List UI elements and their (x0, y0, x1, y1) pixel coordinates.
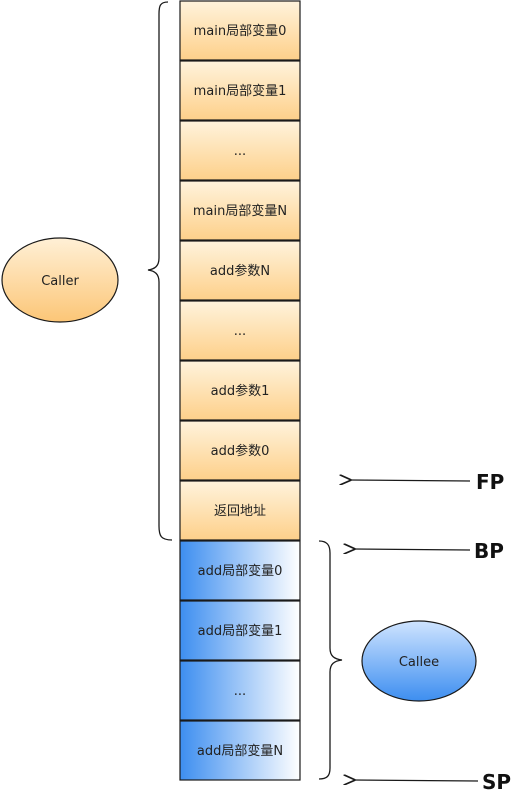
stack-cell-label: 返回地址 (214, 504, 266, 519)
fp-arrow (350, 480, 471, 481)
fp-pointer: FP (350, 470, 504, 494)
caller-label: Caller (41, 274, 79, 289)
callee-brace (318, 540, 343, 780)
stack-cell-label: main局部变量1 (194, 83, 287, 99)
callee-stack-region: add局部变量0 add局部变量1 ... add局部变量N (179, 540, 301, 781)
stack-cell-label: add参数0 (211, 443, 270, 459)
stack-cell-label: main局部变量N (193, 203, 287, 219)
stack-cell: add局部变量N (179, 720, 301, 781)
caller-stack-region: main局部变量0 main局部变量1 ... main局部变量N add参数N… (179, 0, 301, 541)
sp-pointer: SP (354, 770, 511, 794)
sp-label: SP (482, 770, 511, 794)
stack-cell: ... (179, 120, 301, 181)
stack-cell-label: main局部变量0 (194, 23, 287, 39)
stack-cell-label: ... (234, 324, 246, 339)
stack-cell: main局部变量0 (179, 0, 301, 61)
stack-cell: add局部变量0 (179, 540, 301, 601)
bp-label: BP (474, 539, 504, 563)
stack-cell: main局部变量N (179, 180, 301, 241)
stack-cell: main局部变量1 (179, 60, 301, 121)
stack-cell-label: ... (234, 144, 246, 159)
stack-cell: add参数0 (179, 420, 301, 481)
bp-arrow (354, 549, 471, 550)
stack-cell-label: add局部变量N (197, 743, 283, 759)
stack-cell-label: add参数N (210, 263, 270, 279)
callee-ellipse: Callee (361, 620, 477, 702)
caller-ellipse: Caller (1, 237, 119, 323)
sp-arrow (354, 780, 479, 781)
stack-cell-label: add局部变量0 (198, 563, 283, 579)
stack-cell: ... (179, 300, 301, 361)
caller-brace (147, 1, 173, 541)
stack-cell: add参数1 (179, 360, 301, 421)
stack-cell: add参数N (179, 240, 301, 301)
stack-cell: add局部变量1 (179, 600, 301, 661)
stack-cell: ... (179, 660, 301, 721)
stack-cell-return-address: 返回地址 (179, 480, 301, 541)
bp-pointer: BP (354, 539, 504, 563)
stack-cell-label: add局部变量1 (198, 623, 283, 639)
fp-label: FP (476, 470, 504, 494)
stack-cell-label: add参数1 (211, 383, 270, 399)
stack-cell-label: ... (234, 684, 246, 699)
callee-label: Callee (399, 655, 439, 670)
